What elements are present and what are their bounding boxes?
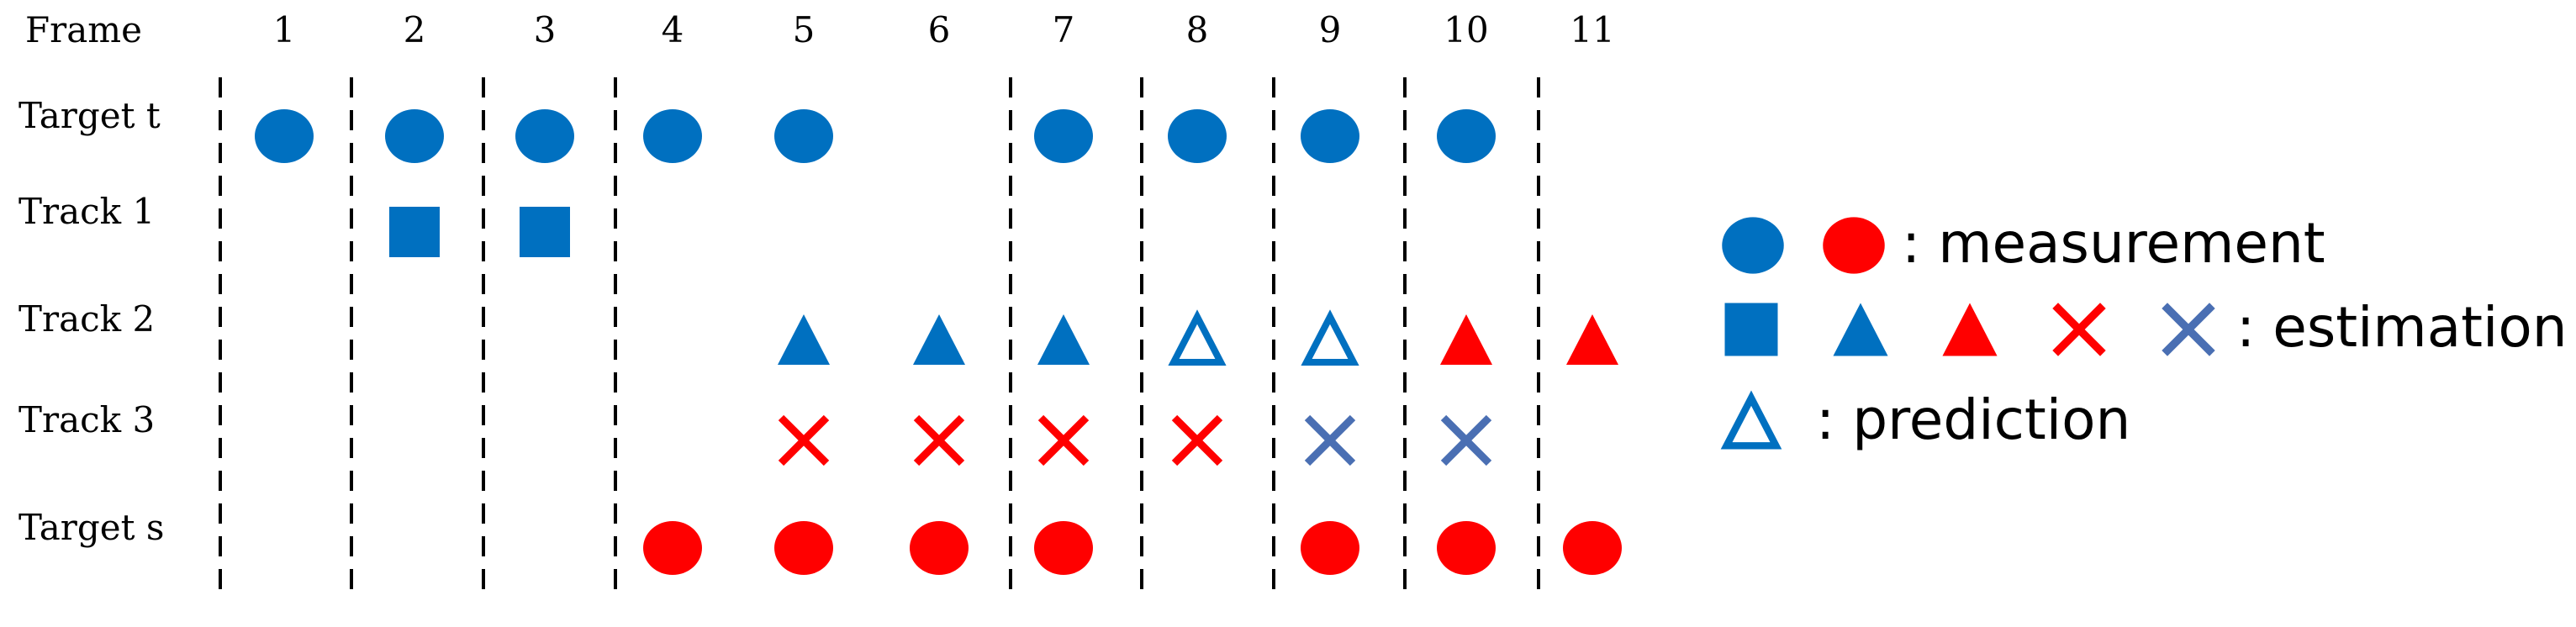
circle-marker [255,109,314,163]
circle-marker [643,109,702,163]
circle-marker [385,109,444,163]
circle-marker [1563,521,1622,575]
legend-triangle-icon [1833,303,1888,356]
frame-number: 4 [662,9,684,50]
legend-label: : estimation [2236,295,2568,360]
frame-label: Frame [25,9,142,50]
frame-number: 3 [534,9,557,50]
circle-marker [1168,109,1227,163]
circle-marker [774,109,833,163]
row-label: Target t [18,95,161,136]
row-label: Track 3 [18,399,155,440]
frame-dividers [219,77,1540,598]
legend: : measurement : estimation : prediction [1720,211,2568,452]
circle-marker [1034,109,1093,163]
cross-marker [778,414,830,466]
legend-label: : measurement [1902,211,2325,276]
legend-entry: : prediction [1720,387,2130,452]
cross-marker [1440,414,1492,466]
circle-marker [1301,109,1359,163]
track-markers [255,109,1622,575]
circle-marker [1301,521,1359,575]
legend-circle-icon [1722,217,1784,274]
row-label: Track 2 [18,298,155,340]
cross-marker [1037,414,1090,466]
cross-marker [913,414,965,466]
row-label: Target s [18,507,164,548]
frame-number: 8 [1186,9,1209,50]
legend-circle-icon [1823,217,1885,274]
legend-cross-icon [2052,303,2106,356]
frame-numbers: 1 2 3 4 5 6 7 8 9 10 11 [273,9,1615,50]
circle-marker [1437,109,1496,163]
legend-label: : prediction [1816,387,2130,452]
cross-marker [1304,414,1356,466]
frame-number: 10 [1444,9,1488,50]
frame-number: 5 [793,9,816,50]
square-marker [520,207,570,257]
frame-number: 7 [1053,9,1075,50]
legend-entry: : measurement [1722,211,2325,276]
frame-number: 1 [273,9,296,50]
legend-triangle-icon [1942,303,1998,356]
triangle-marker [778,314,830,365]
legend-square-icon [1724,303,1778,356]
legend-triangle-outline-icon [1720,390,1782,450]
circle-marker [774,521,833,575]
frame-number: 2 [404,9,426,50]
circle-marker [1034,521,1093,575]
square-marker [389,207,440,257]
triangle-outline-marker [1168,309,1227,366]
legend-entry: : estimation [1724,295,2568,360]
legend-cross-icon [2162,303,2215,356]
triangle-marker [1566,314,1618,365]
frame-number: 9 [1319,9,1342,50]
row-labels: Target t Track 1 Track 2 Track 3 Target s [18,95,164,548]
frame-number: 11 [1570,9,1614,50]
circle-marker [910,521,969,575]
frame-header: Frame [25,9,142,50]
triangle-marker [913,314,965,365]
cross-marker [1171,414,1223,466]
triangle-outline-marker [1301,309,1359,366]
row-label: Track 1 [18,191,155,232]
circle-marker [643,521,702,575]
triangle-marker [1440,314,1492,365]
triangle-marker [1037,314,1090,365]
frame-number: 6 [928,9,951,50]
circle-marker [515,109,574,163]
circle-marker [1437,521,1496,575]
